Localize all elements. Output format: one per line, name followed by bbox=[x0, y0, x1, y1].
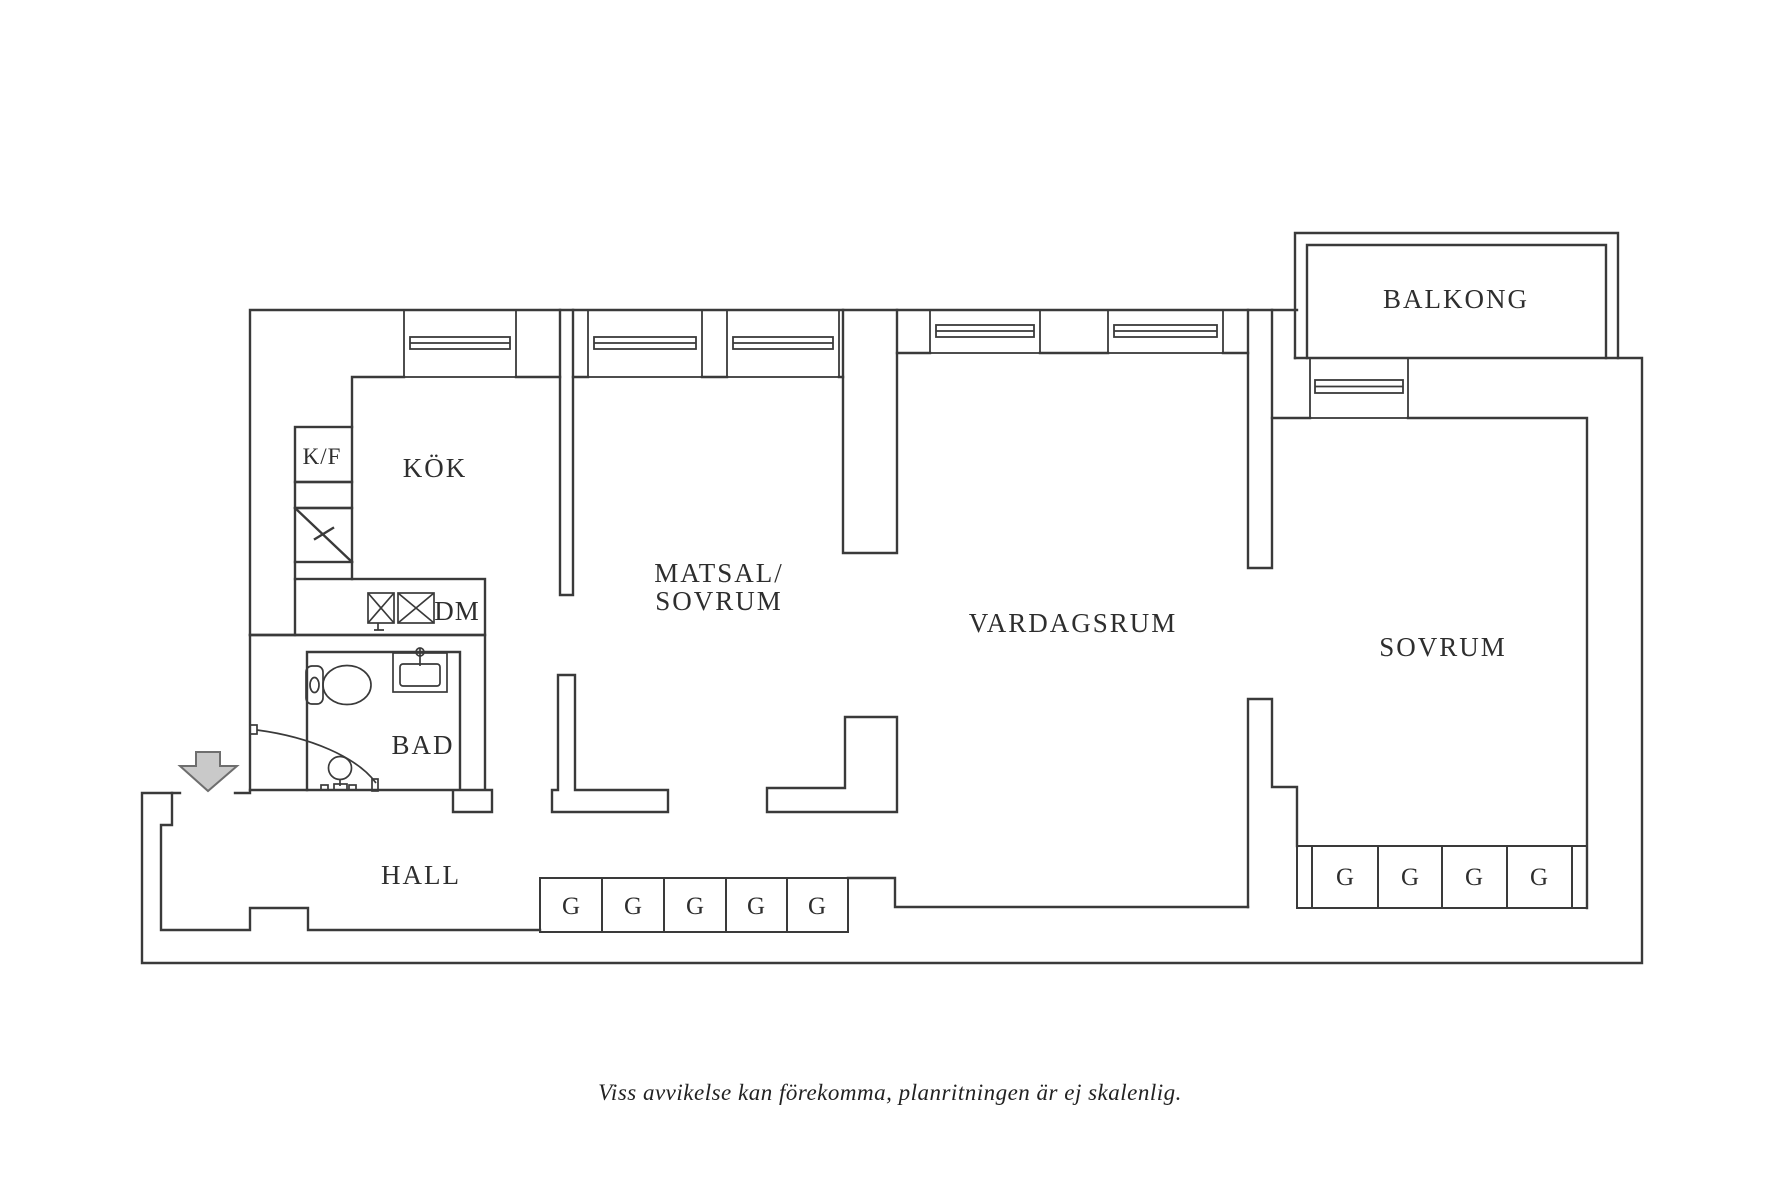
cabinet bbox=[293, 480, 354, 510]
hall-label: HALL bbox=[381, 860, 461, 890]
vardagsrum-sovrum-wall bbox=[1246, 308, 1299, 909]
window bbox=[403, 309, 517, 378]
disclaimer-caption: Viss avvikelse kan förekomma, planritnin… bbox=[598, 1080, 1182, 1105]
entrance-arrow-icon bbox=[177, 751, 240, 793]
sovrum-inner-wall bbox=[1270, 416, 1589, 910]
hall-inner-wall bbox=[159, 788, 1250, 932]
kitchen-cabinets bbox=[293, 425, 354, 564]
hall-wardrobe-label: G bbox=[562, 893, 580, 920]
window bbox=[1107, 309, 1224, 354]
bedroom-wardrobe-label: G bbox=[1465, 864, 1483, 891]
window bbox=[726, 309, 840, 378]
cabinet-diagonal-mark bbox=[293, 506, 354, 564]
hall-wardrobe-row bbox=[539, 877, 849, 933]
window bbox=[587, 309, 703, 378]
hall-wardrobe-label: G bbox=[808, 893, 826, 920]
matsal-vardagsrum-wall bbox=[765, 308, 899, 814]
kok-matsal-wall bbox=[550, 308, 670, 814]
hall-wardrobe-label: G bbox=[747, 893, 765, 920]
walls bbox=[140, 231, 1644, 965]
fridge-freezer-label: K/F bbox=[303, 444, 342, 469]
dining-room-label-line2: SOVRUM bbox=[655, 586, 783, 616]
toilet-icon bbox=[305, 664, 372, 706]
balcony-door-window bbox=[1309, 357, 1409, 419]
hall-wardrobe-label: G bbox=[624, 893, 642, 920]
kitchen-label: KÖK bbox=[403, 453, 468, 483]
hall-wardrobe-label: G bbox=[686, 893, 704, 920]
kitchen-sink-icon bbox=[397, 592, 435, 624]
bedroom-wardrobe-row bbox=[1296, 845, 1588, 909]
bathroom-walls bbox=[248, 633, 494, 814]
bedroom-wardrobe-label: G bbox=[1336, 864, 1354, 891]
bedroom-label: SOVRUM bbox=[1379, 632, 1507, 662]
bedroom-wardrobe-label: G bbox=[1401, 864, 1419, 891]
door-swing-arc bbox=[249, 724, 379, 792]
windows bbox=[403, 309, 1409, 419]
bathroom-label: BAD bbox=[391, 730, 454, 760]
dishwasher-label: DM bbox=[434, 596, 480, 626]
dining-room-label-line1: MATSAL/ bbox=[654, 558, 784, 588]
balcony-label: BALKONG bbox=[1383, 284, 1529, 314]
bedroom-wardrobe-label: G bbox=[1530, 864, 1548, 891]
sink-icon bbox=[392, 647, 448, 693]
fixtures bbox=[249, 592, 448, 792]
balcony-wall bbox=[1293, 231, 1620, 360]
living-room-label: VARDAGSRUM bbox=[969, 608, 1178, 638]
stove-icon bbox=[367, 592, 395, 631]
window bbox=[929, 309, 1041, 354]
cabinet-diagonal bbox=[293, 506, 354, 564]
shower-icon bbox=[320, 755, 357, 791]
labels: BALKONG KÖK K/F DM MATSAL/ SOVRUM VARDAG… bbox=[303, 284, 1548, 1105]
